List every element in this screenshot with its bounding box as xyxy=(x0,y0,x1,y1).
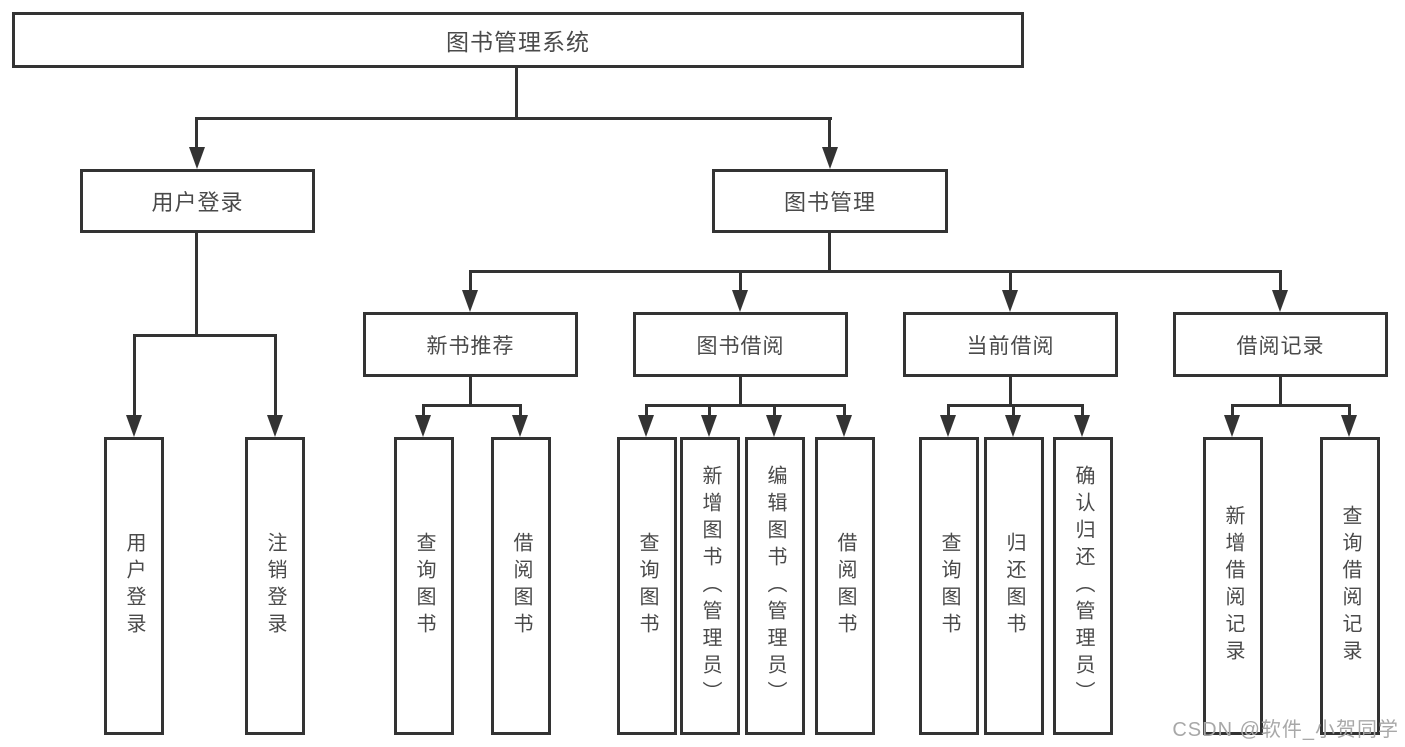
node-library-system: 图书管理系统 xyxy=(12,12,1024,68)
leaf-return-books: 归还图书 xyxy=(984,437,1044,735)
arrow-down-icon xyxy=(462,290,478,312)
connector-line xyxy=(422,404,522,407)
node-book-borrowing: 图书借阅 xyxy=(633,312,848,377)
arrow-down-icon xyxy=(940,415,956,437)
leaf-query-borrow-record: 查询借阅记录 xyxy=(1320,437,1380,735)
connector-line xyxy=(1081,404,1084,417)
connector-line xyxy=(739,377,742,407)
connector-line xyxy=(708,404,711,417)
leaf-label: 借阅图书 xyxy=(510,532,532,640)
node-user-login: 用户登录 xyxy=(80,169,315,233)
leaf-query-books-borrowing: 查询图书 xyxy=(617,437,677,735)
arrow-down-icon xyxy=(766,415,782,437)
connector-line xyxy=(195,117,198,149)
connector-line xyxy=(469,270,1282,273)
leaf-label: 借阅图书 xyxy=(834,532,856,640)
connector-line xyxy=(645,404,648,417)
arrow-down-icon xyxy=(822,147,838,169)
connector-line xyxy=(274,334,277,417)
leaf-query-books-current: 查询图书 xyxy=(919,437,979,735)
leaf-add-borrow-record: 新增借阅记录 xyxy=(1203,437,1263,735)
leaf-borrow-books-recommend: 借阅图书 xyxy=(491,437,551,735)
connector-line xyxy=(1009,377,1012,407)
node-label: 当前借阅 xyxy=(966,334,1055,358)
connector-line xyxy=(843,404,846,417)
arrow-down-icon xyxy=(126,415,142,437)
leaf-user-login: 用户登录 xyxy=(104,437,164,735)
arrow-down-icon xyxy=(638,415,654,437)
leaf-label: 用户登录 xyxy=(123,532,145,640)
connector-line xyxy=(1231,404,1351,407)
connector-line xyxy=(828,117,831,149)
arrow-down-icon xyxy=(1002,290,1018,312)
leaf-edit-books-admin: 编辑图书（管理员） xyxy=(745,437,805,735)
node-new-book-recommend: 新书推荐 xyxy=(363,312,578,377)
leaf-label: 归还图书 xyxy=(1003,532,1025,640)
connector-line xyxy=(519,404,522,417)
node-label: 新书推荐 xyxy=(426,334,515,358)
connector-line xyxy=(195,233,198,336)
node-label: 借阅记录 xyxy=(1236,334,1325,358)
leaf-label: 确认归还（管理员） xyxy=(1072,464,1094,708)
leaf-add-books-admin: 新增图书（管理员） xyxy=(680,437,740,735)
connector-line xyxy=(422,404,425,417)
leaf-label: 编辑图书（管理员） xyxy=(764,464,786,708)
connector-line xyxy=(1279,377,1282,407)
node-current-borrowing: 当前借阅 xyxy=(903,312,1118,377)
watermark: CSDN @软件_小贺同学 xyxy=(1172,719,1399,741)
node-label: 图书管理系统 xyxy=(446,29,590,55)
node-book-management: 图书管理 xyxy=(712,169,948,233)
arrow-down-icon xyxy=(1341,415,1357,437)
connector-line xyxy=(515,68,518,117)
connector-line xyxy=(1231,404,1234,417)
connector-line xyxy=(133,334,277,337)
arrow-down-icon xyxy=(732,290,748,312)
leaf-label: 查询借阅记录 xyxy=(1339,505,1361,667)
arrow-down-icon xyxy=(836,415,852,437)
leaf-label: 查询图书 xyxy=(413,532,435,640)
leaf-logout: 注销登录 xyxy=(245,437,305,735)
arrow-down-icon xyxy=(701,415,717,437)
arrow-down-icon xyxy=(1272,290,1288,312)
arrow-down-icon xyxy=(1005,415,1021,437)
leaf-label: 新增图书（管理员） xyxy=(699,464,721,708)
leaf-label: 查询图书 xyxy=(938,532,960,640)
leaf-confirm-return-admin: 确认归还（管理员） xyxy=(1053,437,1113,735)
leaf-label: 查询图书 xyxy=(636,532,658,640)
node-borrowing-records: 借阅记录 xyxy=(1173,312,1388,377)
connector-line xyxy=(947,404,1084,407)
connector-line xyxy=(645,404,846,407)
connector-line xyxy=(133,334,136,417)
connector-line xyxy=(469,377,472,407)
connector-line xyxy=(195,117,832,120)
connector-line xyxy=(739,270,742,292)
connector-line xyxy=(828,233,831,273)
connector-line xyxy=(1009,270,1012,292)
node-label: 图书借阅 xyxy=(696,334,785,358)
leaf-query-books-recommend: 查询图书 xyxy=(394,437,454,735)
node-label: 用户登录 xyxy=(151,190,244,215)
leaf-borrow-books: 借阅图书 xyxy=(815,437,875,735)
arrow-down-icon xyxy=(415,415,431,437)
connector-line xyxy=(1012,404,1015,417)
node-label: 图书管理 xyxy=(783,190,876,215)
connector-line xyxy=(947,404,950,417)
arrow-down-icon xyxy=(1224,415,1240,437)
connector-line xyxy=(1279,270,1282,292)
connector-line xyxy=(773,404,776,417)
leaf-label: 新增借阅记录 xyxy=(1222,505,1244,667)
arrow-down-icon xyxy=(512,415,528,437)
leaf-label: 注销登录 xyxy=(264,532,286,640)
arrow-down-icon xyxy=(267,415,283,437)
connector-line xyxy=(469,270,472,292)
arrow-down-icon xyxy=(189,147,205,169)
connector-line xyxy=(1348,404,1351,417)
arrow-down-icon xyxy=(1074,415,1090,437)
